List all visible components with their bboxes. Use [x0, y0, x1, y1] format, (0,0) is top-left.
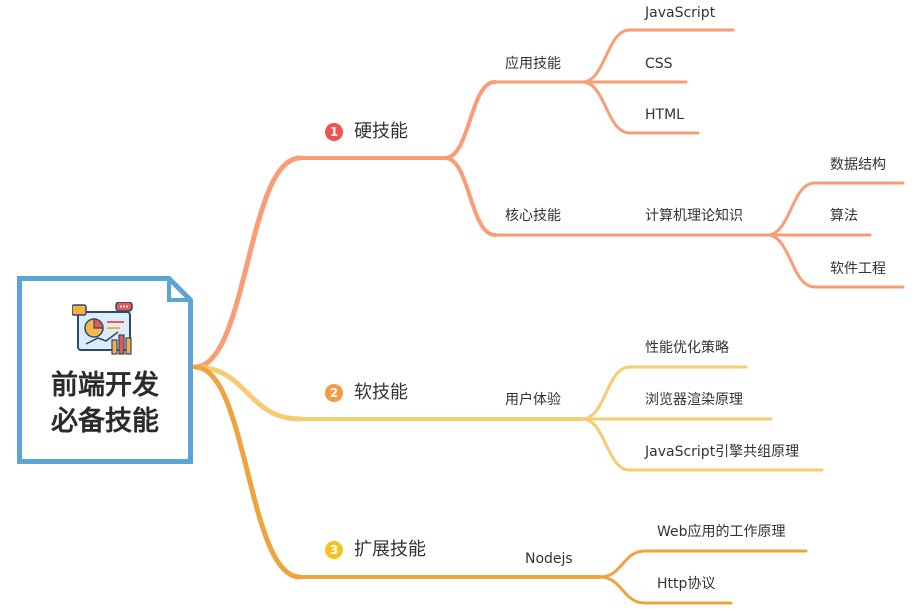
leaf-javascript[interactable]: JavaScript	[645, 5, 716, 21]
badge-3: 3	[325, 541, 343, 559]
root-node[interactable]: 前端开发 必备技能	[17, 276, 193, 464]
link-app-js	[580, 28, 632, 84]
leaf-performance-optimization[interactable]: 性能优化策略	[645, 340, 729, 356]
leaf-software-engineering[interactable]: 软件工程	[830, 261, 886, 277]
branch-extended-skills-label: 扩展技能	[354, 539, 426, 560]
branch-hard-skills[interactable]: 1 硬技能	[325, 123, 408, 141]
leaf-css[interactable]: CSS	[645, 56, 673, 72]
leaf-web-app-principles[interactable]: Web应用的工作原理	[657, 524, 786, 540]
branch-soft-skills[interactable]: 2 软技能	[325, 384, 408, 402]
link-ux-perf	[580, 365, 632, 421]
leaf-js-engine[interactable]: JavaScript引擎共组原理	[645, 444, 800, 460]
leaf-algorithms[interactable]: 算法	[830, 208, 858, 224]
branch-soft-skills-label: 软技能	[354, 382, 408, 403]
link-node-web	[598, 549, 647, 579]
link-root-ext	[192, 364, 303, 580]
link-root-hard	[192, 155, 303, 370]
root-title: 前端开发 必备技能	[51, 370, 159, 437]
leaf-html[interactable]: HTML	[645, 107, 684, 123]
leaf-browser-rendering[interactable]: 浏览器渲染原理	[645, 392, 743, 408]
node-user-experience[interactable]: 用户体验	[505, 392, 561, 408]
badge-2: 2	[325, 384, 343, 402]
node-cs-theory[interactable]: 计算机理论知识	[645, 208, 743, 224]
link-root-soft	[192, 364, 303, 422]
link-hard-core	[443, 156, 497, 237]
badge-1: 1	[325, 123, 343, 141]
branch-hard-skills-label: 硬技能	[354, 121, 408, 142]
leaf-http-protocol[interactable]: Http协议	[657, 576, 716, 592]
node-nodejs[interactable]: Nodejs	[525, 551, 573, 567]
leaf-data-structures[interactable]: 数据结构	[830, 157, 886, 173]
link-app-html	[580, 80, 632, 135]
branch-extended-skills[interactable]: 3 扩展技能	[325, 541, 426, 559]
link-ux-engine	[580, 417, 632, 472]
link-cs-ds	[765, 181, 817, 237]
node-application-skills[interactable]: 应用技能	[505, 56, 561, 72]
node-core-skills[interactable]: 核心技能	[505, 208, 561, 224]
link-node-http	[598, 575, 647, 605]
link-cs-se	[765, 233, 817, 289]
root-frame	[17, 276, 193, 464]
presentation-chart-icon	[72, 302, 133, 355]
link-hard-app	[443, 80, 497, 160]
